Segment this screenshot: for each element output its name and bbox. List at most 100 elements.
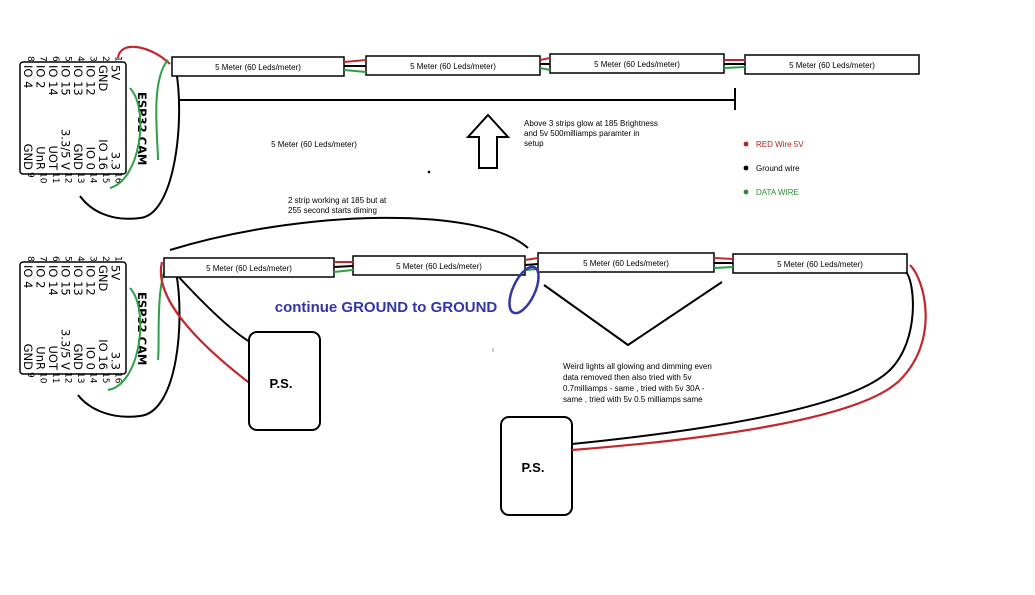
up-arrow-icon <box>465 113 511 169</box>
pin-label: IO 0 <box>84 147 98 170</box>
legend-red-label: RED Wire 5V <box>756 140 804 149</box>
ground-wire <box>571 271 914 445</box>
strip-label: 5 Meter (60 Leds/meter) <box>789 61 875 70</box>
legend-red-dot <box>743 141 749 147</box>
pin-label: 3.3/5 V <box>59 129 73 170</box>
pin-number: 14 <box>88 172 98 184</box>
strip-connector <box>713 257 734 269</box>
pin-number: 4 <box>75 56 85 62</box>
pin-number: 11 <box>50 372 60 383</box>
pin-number: 6 <box>50 56 60 62</box>
pin-number: 7 <box>38 56 48 62</box>
red-wire <box>571 264 927 452</box>
power-supply-2 <box>500 416 573 516</box>
pin-label: IO 2 <box>34 65 48 88</box>
strip-label: 5 Meter (60 Leds/meter) <box>410 62 496 71</box>
pin-number: 16 <box>113 372 123 384</box>
pin-number: 8 <box>25 56 35 62</box>
strip-label: 5 Meter (60 Leds/meter) <box>777 260 863 269</box>
pin-label: 5V <box>109 265 123 280</box>
strip-label-loose: 5 Meter (60 Leds/meter) <box>271 140 357 149</box>
ground-wire <box>175 273 251 343</box>
pin-number: 3 <box>88 256 98 262</box>
note-strip2: 2 strip working at 185 but at 255 second… <box>288 196 389 215</box>
legend: RED Wire 5V Ground wire DATA WIRE <box>743 140 804 197</box>
pin-label: IO 4 <box>21 265 35 288</box>
strip-connector <box>343 59 367 73</box>
pin-number: 5 <box>63 56 73 62</box>
esp32-cam-module-bottom <box>19 261 127 375</box>
pin-label: GND <box>21 144 35 171</box>
red-wire <box>159 261 253 386</box>
strip-label: 5 Meter (60 Leds/meter) <box>215 63 301 72</box>
pin-label: IO 2 <box>34 265 48 288</box>
pin-number: 15 <box>100 172 110 183</box>
note-weird: Weird lights all glowing and dimming eve… <box>563 362 714 404</box>
pin-label: GND <box>71 144 85 171</box>
pin-label: 3.3/5 V <box>59 329 73 370</box>
pin-number: 11 <box>50 172 60 183</box>
red-wire <box>116 45 171 65</box>
strip-label: 5 Meter (60 Leds/meter) <box>206 264 292 273</box>
pin-label: IO 15 <box>59 65 73 96</box>
power-supply-label: P.S. <box>522 460 545 475</box>
pin-number: 10 <box>38 372 48 384</box>
pin-label: IO 14 <box>46 65 60 96</box>
pin-label: UOT <box>46 346 60 371</box>
data-wire <box>107 287 142 391</box>
pin-label: GND <box>71 344 85 371</box>
pin-label: IO 13 <box>71 65 85 96</box>
pin-number: 2 <box>100 56 110 62</box>
pin-label: GND <box>21 344 35 371</box>
pin-number: 6 <box>50 256 60 262</box>
esp32-cam-module-top <box>19 61 127 175</box>
pin-label: IO 13 <box>71 265 85 296</box>
note-above: Above 3 strips glow at 185 Brightness an… <box>524 119 660 148</box>
led-strip <box>163 257 335 278</box>
pin-number: 1 <box>113 56 123 62</box>
legend-black-dot <box>743 165 749 171</box>
pin-label: IO 12 <box>84 265 98 296</box>
strip-connector <box>539 57 551 71</box>
pin-number: 4 <box>75 256 85 262</box>
pin-number: 9 <box>25 172 35 178</box>
pin-label: GND <box>96 65 110 92</box>
pin-label: IO 16 <box>96 139 110 170</box>
pin-label: GND <box>96 265 110 292</box>
pin-label: 3.3 <box>109 352 123 370</box>
pin-number: 13 <box>75 372 85 383</box>
pin-label: IO 4 <box>21 65 35 88</box>
data-wire <box>155 59 169 161</box>
pin-label: 3.3 <box>109 152 123 170</box>
legend-ground-label: Ground wire <box>756 164 800 173</box>
ground-note: continue GROUND to GROUND <box>275 299 498 316</box>
strip-label: 5 Meter (60 Leds/meter) <box>583 259 669 268</box>
dot <box>427 170 431 174</box>
pin-number: 7 <box>38 256 48 262</box>
pin-label: UnR <box>34 346 48 370</box>
pin-label: IO 0 <box>84 347 98 370</box>
pin-number: 12 <box>63 372 73 383</box>
legend-green-dot <box>743 189 749 195</box>
pin-label: IO 15 <box>59 265 73 296</box>
strip-connector <box>333 261 354 273</box>
pin-number: 2 <box>100 256 110 262</box>
pin-number: 12 <box>63 172 73 183</box>
pin-number: 5 <box>63 256 73 262</box>
pin-number: 14 <box>88 372 98 384</box>
pin-label: UOT <box>46 146 60 171</box>
pin-label: IO 14 <box>46 265 60 296</box>
data-wire <box>109 87 142 189</box>
pin-number: 13 <box>75 172 85 183</box>
led-strip <box>352 255 526 276</box>
pin-number: 15 <box>100 372 110 383</box>
power-supply-label: P.S. <box>270 376 293 391</box>
pin-number: 9 <box>25 372 35 378</box>
strip-connector <box>723 59 746 69</box>
pin-label: IO 16 <box>96 339 110 370</box>
